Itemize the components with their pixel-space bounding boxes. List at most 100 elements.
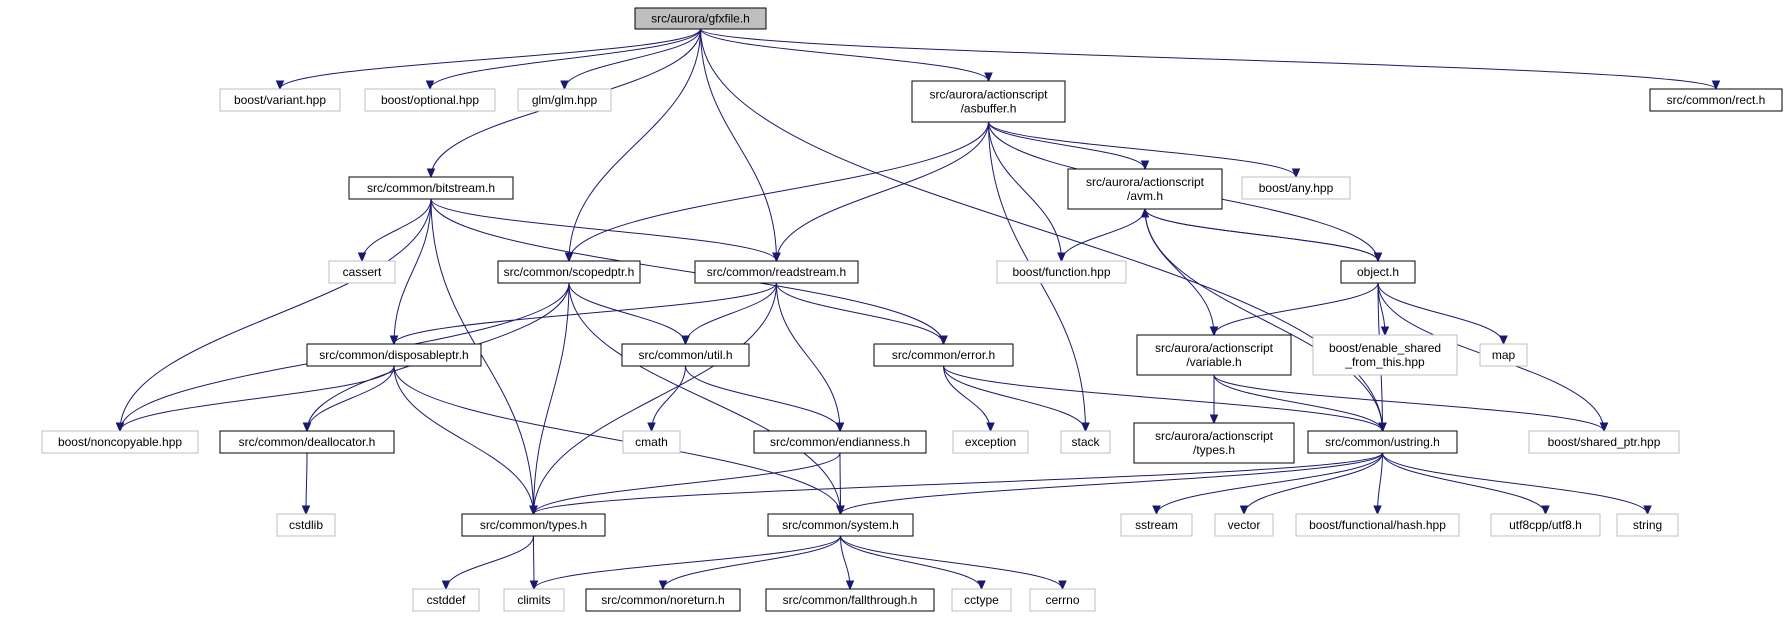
edge-ustring-to-sstream xyxy=(1152,452,1383,516)
node-cctype: cctype xyxy=(951,588,1012,612)
edge-arrowhead xyxy=(1209,414,1219,425)
node-box xyxy=(1340,260,1416,284)
edge-object-to-map xyxy=(1377,282,1508,346)
edge-types-to-cstddef xyxy=(441,535,534,591)
edge-util-to-endianness xyxy=(685,365,845,433)
node-noreturn[interactable]: src/common/noreturn.h xyxy=(585,588,741,612)
edge-arrowhead xyxy=(1378,422,1387,433)
node-readstream[interactable]: src/common/readstream.h xyxy=(694,260,859,284)
edge-line xyxy=(393,282,777,345)
node-vector: vector xyxy=(1214,513,1274,537)
edge-arrowhead xyxy=(658,580,668,591)
node-box xyxy=(348,176,514,200)
edge-arrowhead xyxy=(986,422,995,433)
node-error[interactable]: src/common/error.h xyxy=(873,343,1014,367)
edge-asbuffer-to-any xyxy=(988,121,1301,179)
edge-system-to-cctype xyxy=(840,535,986,591)
node-deallocator[interactable]: src/common/deallocator.h xyxy=(219,430,395,454)
node-scopedptr[interactable]: src/common/scopedptr.h xyxy=(497,260,641,284)
node-rect[interactable]: src/common/rect.h xyxy=(1649,88,1783,112)
node-endianness[interactable]: src/common/endianness.h xyxy=(753,430,927,454)
edge-line xyxy=(840,535,1063,590)
edge-line xyxy=(988,121,1062,262)
edge-line xyxy=(662,535,841,590)
node-cerrno: cerrno xyxy=(1029,588,1096,612)
edge-arrowhead xyxy=(836,505,845,516)
edge-arrowhead xyxy=(939,335,948,346)
node-label: boost/enable_shared xyxy=(1329,341,1441,355)
edge-arrowhead xyxy=(772,252,781,263)
node-ustring[interactable]: src/common/ustring.h xyxy=(1307,430,1458,454)
edge-line xyxy=(839,452,841,515)
node-label: /asbuffer.h xyxy=(961,102,1017,116)
node-label: sstream xyxy=(1135,518,1178,532)
edge-line xyxy=(568,28,701,262)
node-exception: exception xyxy=(952,430,1029,454)
edge-line xyxy=(279,28,701,90)
edge-line xyxy=(1144,208,1379,262)
node-climits: climits xyxy=(503,588,565,612)
edge-readstream-to-types xyxy=(529,282,777,516)
edge-gfxfile-to-variant xyxy=(275,28,701,91)
node-stack: stack xyxy=(1060,430,1111,454)
edge-arrowhead xyxy=(564,252,574,263)
edge-line xyxy=(700,28,777,262)
edge-gfxfile-to-readstream xyxy=(700,28,781,263)
edge-arrowhead xyxy=(1373,505,1382,516)
node-label: boost/functional/hash.hpp xyxy=(1309,518,1446,532)
edge-avm-to-function xyxy=(1057,208,1146,263)
edge-line xyxy=(1213,374,1383,432)
node-box xyxy=(41,430,199,454)
node-system[interactable]: src/common/system.h xyxy=(767,513,914,537)
node-fallthrough[interactable]: src/common/fallthrough.h xyxy=(765,588,935,612)
node-label: object.h xyxy=(1357,265,1399,279)
node-box xyxy=(753,430,927,454)
edge-line xyxy=(1156,452,1383,515)
edge-line xyxy=(393,365,534,515)
node-object[interactable]: object.h xyxy=(1340,260,1416,284)
node-gfxfile[interactable]: src/aurora/gfxfile.h xyxy=(634,7,767,30)
node-box xyxy=(497,260,641,284)
node-box xyxy=(1136,334,1292,376)
node-box xyxy=(1120,513,1193,537)
edge-arrowhead xyxy=(1140,160,1150,171)
node-label: src/common/endianness.h xyxy=(770,435,910,449)
edge-arrowhead xyxy=(425,80,435,91)
edge-bitstream-to-disposableptr xyxy=(389,198,432,346)
edge-gfxfile-to-rect xyxy=(700,28,1721,91)
node-utf8: utf8cpp/utf8.h xyxy=(1490,513,1601,537)
edge-line xyxy=(1377,452,1383,515)
edge-arrowhead xyxy=(302,422,312,433)
edge-readstream-to-endianness xyxy=(776,282,845,433)
node-box xyxy=(503,588,565,612)
node-avm[interactable]: src/aurora/actionscript/avm.h xyxy=(1067,168,1223,210)
node-asbuffer[interactable]: src/aurora/actionscript/asbuffer.h xyxy=(911,80,1066,123)
node-disposableptr[interactable]: src/common/disposableptr.h xyxy=(306,343,482,367)
node-label: src/common/error.h xyxy=(892,348,995,362)
edge-arrowhead xyxy=(1643,505,1652,516)
edge-arrowhead xyxy=(1058,580,1067,591)
edge-endianness-to-types xyxy=(529,452,841,516)
edge-line xyxy=(1243,452,1383,515)
node-label: cctype xyxy=(964,593,999,607)
edge-arrowhead xyxy=(977,580,986,591)
node-bitstream[interactable]: src/common/bitstream.h xyxy=(348,176,514,200)
node-label: boost/noncopyable.hpp xyxy=(58,435,182,449)
edge-arrowhead xyxy=(681,335,690,346)
node-function: boost/function.hpp xyxy=(996,260,1127,284)
edge-line xyxy=(700,28,989,82)
edge-system-to-noreturn xyxy=(658,535,841,591)
edge-line xyxy=(1213,282,1379,336)
edge-line xyxy=(533,282,777,515)
node-astypes[interactable]: src/aurora/actionscript/types.h xyxy=(1133,422,1295,464)
edge-ustring-to-system xyxy=(836,452,1383,516)
node-util[interactable]: src/common/util.h xyxy=(621,343,750,367)
node-box xyxy=(694,260,859,284)
edge-line xyxy=(393,365,841,515)
edge-arrowhead xyxy=(441,580,451,591)
edge-asbuffer-to-scopedptr xyxy=(564,121,989,263)
node-types[interactable]: src/common/types.h xyxy=(461,513,606,537)
node-label: utf8cpp/utf8.h xyxy=(1509,518,1582,532)
edges-layer xyxy=(115,28,1721,591)
node-variable[interactable]: src/aurora/actionscript/variable.h xyxy=(1136,334,1292,376)
